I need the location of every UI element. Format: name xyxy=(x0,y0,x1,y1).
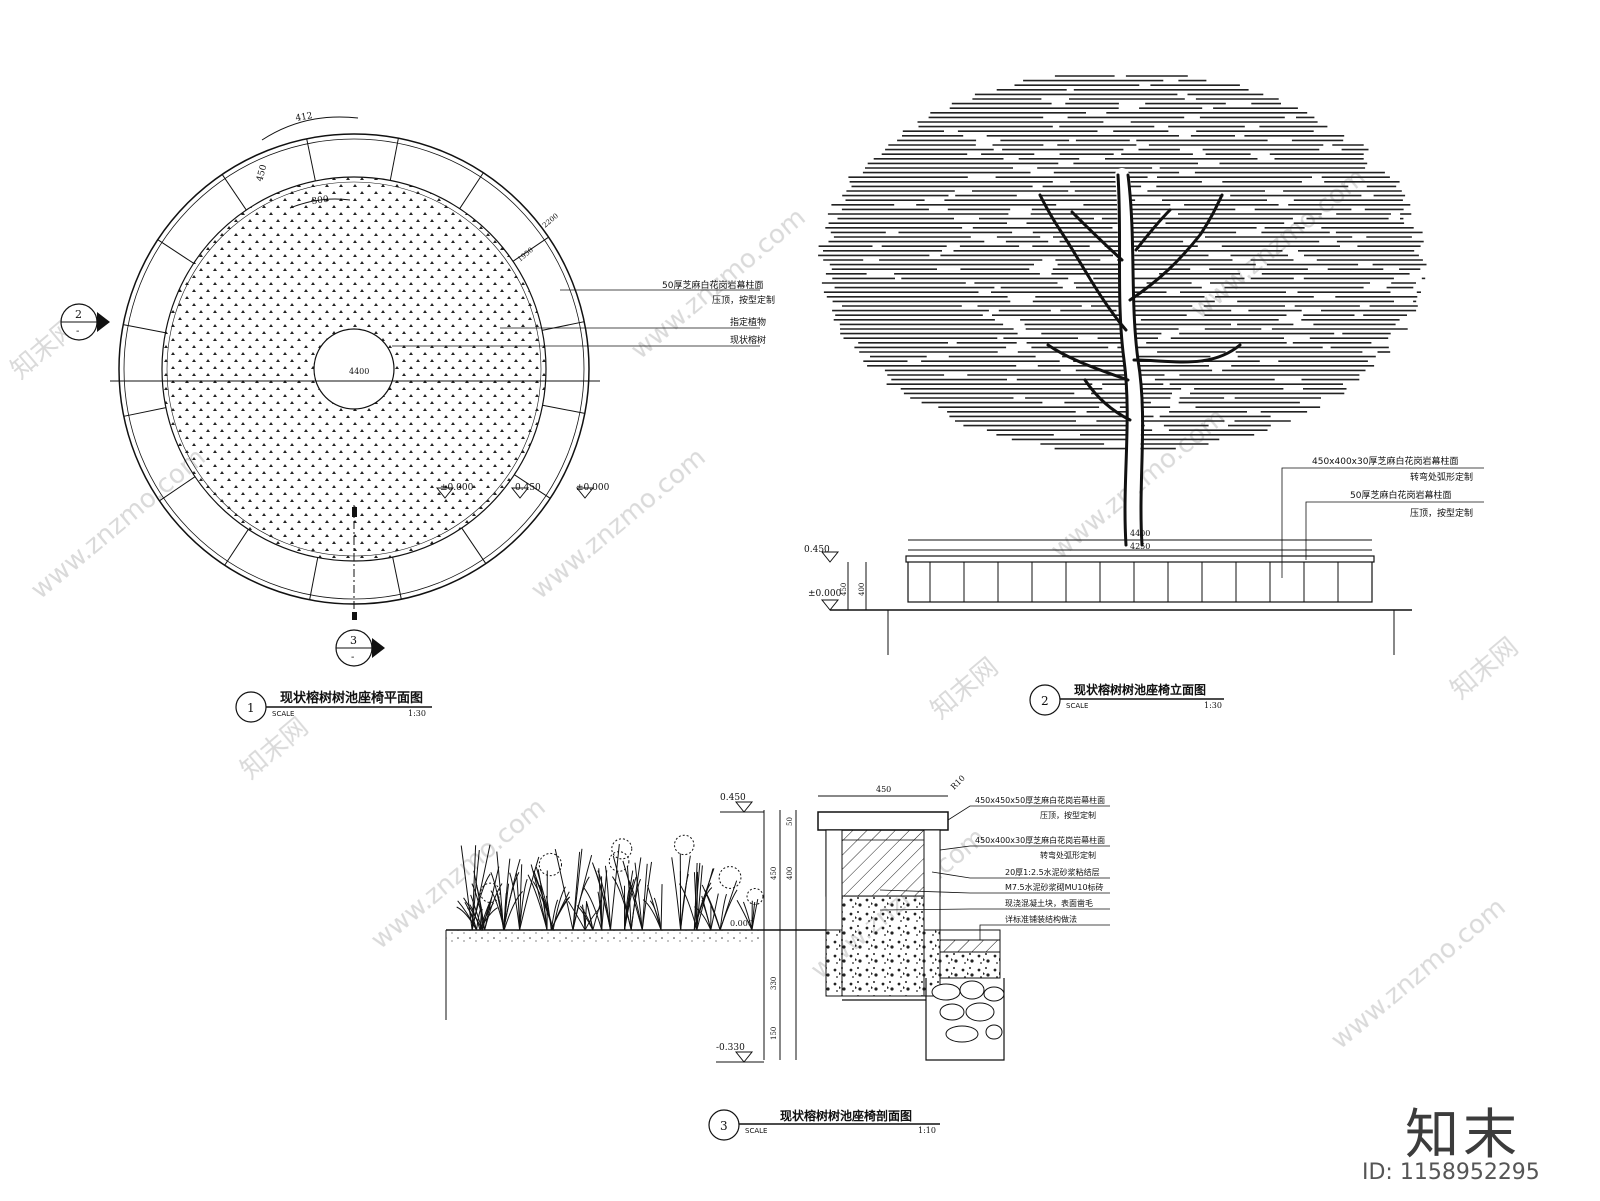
plan-title-block: 1 现状榕树树池座椅平面图 SCALE 1:30 xyxy=(235,690,432,723)
plan-level-1: ±0.000 xyxy=(440,483,474,493)
svg-text:SCALE: SCALE xyxy=(1066,702,1088,710)
svg-text:1:30: 1:30 xyxy=(1204,701,1222,710)
dim-seat-width: 450 xyxy=(255,163,269,182)
sec-note-8: 详标准铺装结构做法 xyxy=(1005,914,1077,924)
svg-text:3: 3 xyxy=(720,1119,728,1133)
svg-text:2: 2 xyxy=(1041,694,1049,708)
svg-text:3: 3 xyxy=(350,634,357,647)
svg-text:R10: R10 xyxy=(949,774,967,792)
svg-text:450: 450 xyxy=(840,583,848,596)
svg-text:400: 400 xyxy=(858,583,866,596)
dim-diameter: 4400 xyxy=(349,367,369,376)
sec-note-5: 20厚1:2.5水泥砂浆粘结层 xyxy=(1005,867,1100,877)
sec-note-2: 压顶，按型定制 xyxy=(1040,810,1096,820)
elev-note-1: 450x400x30厚芝麻白花岗岩幕柱面 xyxy=(1312,455,1458,467)
watermark-text: 知末网 xyxy=(235,712,314,785)
svg-text:150: 150 xyxy=(770,1027,778,1040)
section-mark-2: 2 - xyxy=(60,303,110,341)
watermark-text: www.znzmo.com xyxy=(1325,892,1511,1055)
dim-arc: 412 xyxy=(295,111,314,124)
sec-note-6: M7.5水泥砂浆砌MU10标砖 xyxy=(1005,882,1104,892)
sec-note-7: 现浇混凝土块，表面凿毛 xyxy=(1005,898,1093,908)
plan-level-3: ±0.000 xyxy=(576,483,610,493)
svg-text:SCALE: SCALE xyxy=(745,1127,767,1135)
plan-note-4: 现状榕树 xyxy=(730,334,766,346)
dim-inner-arc: 300 xyxy=(311,195,330,207)
tree-canopy xyxy=(818,75,1427,450)
sec-dim-top: 450 xyxy=(876,785,891,794)
svg-text:-: - xyxy=(351,652,354,663)
brand-id: ID: 1158952295 xyxy=(1362,1160,1540,1185)
sec-note-4: 转弯处弧形定制 xyxy=(1040,850,1096,860)
watermark-text: 知末网 xyxy=(925,652,1004,725)
bench-body xyxy=(907,559,1373,603)
section-mark-3: 3 - xyxy=(335,629,385,667)
bench-joints xyxy=(929,562,1339,602)
svg-text:330: 330 xyxy=(770,977,778,990)
elev-note-4: 压顶，按型定制 xyxy=(1410,507,1473,519)
sec-note-1: 450x450x50厚芝麻白花岗岩幕柱面 xyxy=(975,795,1105,805)
tree-trunk-circle xyxy=(313,328,395,410)
svg-text:1: 1 xyxy=(247,701,255,715)
svg-text:400: 400 xyxy=(786,867,794,880)
elev-note-2: 转弯处弧形定制 xyxy=(1410,471,1473,483)
section-coping xyxy=(817,811,949,831)
plan-note-2: 压顶，按型定制 xyxy=(712,294,775,306)
brand-logo: 知末 xyxy=(1405,1103,1521,1166)
section-view: 450 R10 450 400 330 150 50 0.450 0.000 -… xyxy=(445,774,1110,1141)
svg-text:1:10: 1:10 xyxy=(918,1126,936,1135)
seat-segment-lines xyxy=(123,138,585,600)
section-concrete xyxy=(841,895,925,997)
tree-trunk xyxy=(1038,168,1242,552)
svg-text:SCALE: SCALE xyxy=(272,710,294,718)
elevation-title: 现状榕树树池座椅立面图 xyxy=(1074,682,1206,697)
svg-text:450: 450 xyxy=(770,867,778,880)
elevation-title-block: 2 现状榕树树池座椅立面图 SCALE 1:30 xyxy=(1029,682,1224,716)
sec-level-2: 0.000 xyxy=(730,919,753,928)
section-title: 现状榕树树池座椅剖面图 xyxy=(780,1108,912,1123)
elev-note-3: 50厚芝麻白花岗岩幕柱面 xyxy=(1350,489,1451,501)
watermark-text: www.znzmo.com xyxy=(525,442,711,605)
bench-coping xyxy=(905,555,1375,563)
sec-level-3: -0.330 xyxy=(716,1043,745,1053)
plan-level-2: 0.450 xyxy=(515,483,541,493)
section-leaders xyxy=(879,805,1110,940)
elev-dim-width2: 4250 xyxy=(1130,542,1150,551)
elev-level-1: 0.450 xyxy=(804,545,830,555)
svg-text:50: 50 xyxy=(786,817,794,826)
elev-dim-width1: 4400 xyxy=(1130,529,1150,538)
dim-radius-1: 2200 xyxy=(541,212,560,230)
elevation-view: 4400 4250 0.450 ±0.000 450 400 450x400x3… xyxy=(804,75,1484,716)
svg-text:1:30: 1:30 xyxy=(408,709,426,718)
plan-view: 412 450 300 2200 1950 4400 50厚芝麻白花岗岩幕柱面 … xyxy=(60,111,775,723)
sec-note-3: 450x400x30厚芝麻白花岗岩幕柱面 xyxy=(975,835,1105,845)
plan-note-1: 50厚芝麻白花岗岩幕柱面 xyxy=(662,279,763,291)
sec-level-1: 0.450 xyxy=(720,793,746,803)
section-cobbles xyxy=(931,980,1005,1043)
elev-level-2: ±0.000 xyxy=(808,589,842,599)
watermark-text: 知末网 xyxy=(1445,632,1524,705)
plan-note-3: 指定植物 xyxy=(730,316,766,328)
section-title-block: 3 现状榕树树池座椅剖面图 SCALE 1:10 xyxy=(708,1108,940,1141)
plan-title: 现状榕树树池座椅平面图 xyxy=(280,690,423,706)
shrub-planting xyxy=(456,834,764,931)
svg-text:-: - xyxy=(76,326,79,337)
svg-text:2: 2 xyxy=(75,308,82,321)
